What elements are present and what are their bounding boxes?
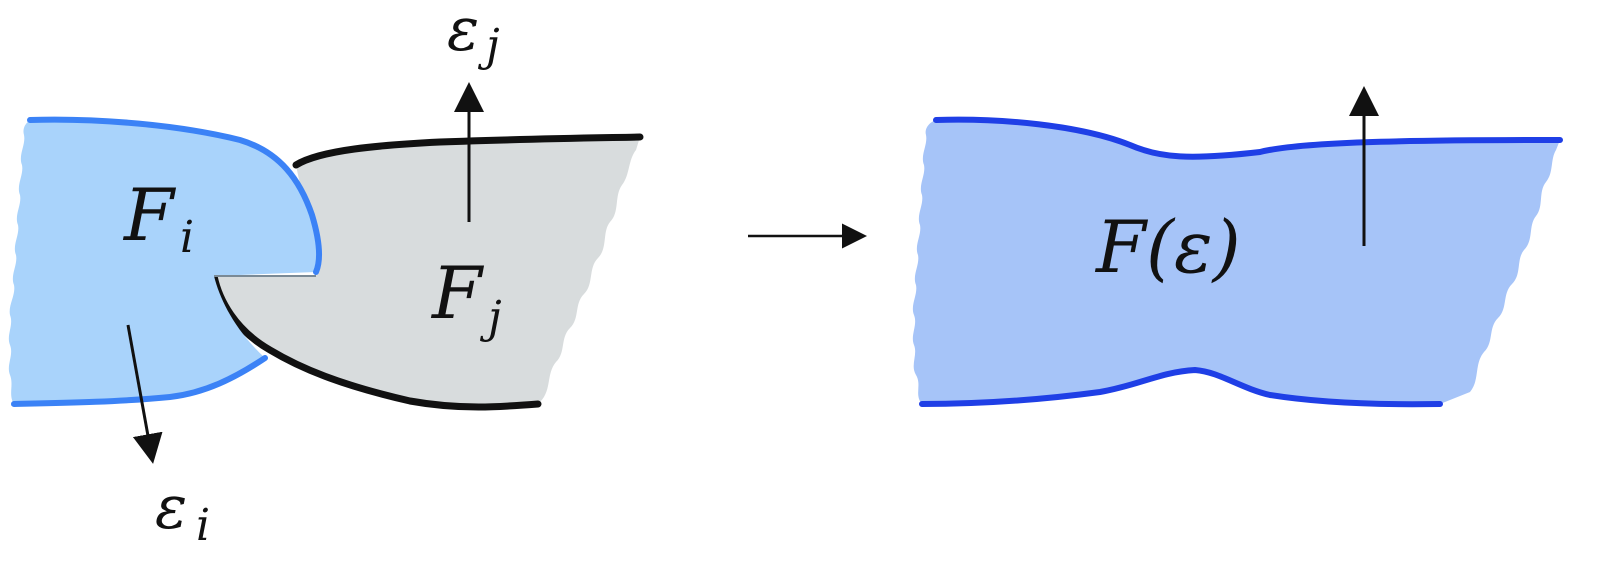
label-face-i-sub: i [180,212,194,263]
merged-face [912,116,1563,408]
face-i [8,116,322,407]
label-face-i-main: F [122,173,177,257]
merged-face-top-edge [933,116,1563,160]
face-j [210,133,644,411]
label-edge-i-sub: i [196,500,210,551]
label-edge-j-sub: j [477,20,500,71]
label-edge-j-main: ε [447,0,479,65]
face-i-fill [8,119,319,404]
face-j-fill [214,137,640,407]
merged-face-fill [912,119,1560,405]
edge-i-arrow [126,324,163,464]
face-j-top-edge [292,133,644,169]
label-face-j-main: F [430,251,485,335]
face-j-bottom-edge [210,272,542,411]
face-i-top-edge [27,116,322,275]
face-i-bottom-edge [11,355,268,407]
label-merged-face: F(ε) [1094,205,1241,289]
label-edge-i-main: ε [155,473,187,543]
merged-face-bottom-edge [919,366,1443,408]
